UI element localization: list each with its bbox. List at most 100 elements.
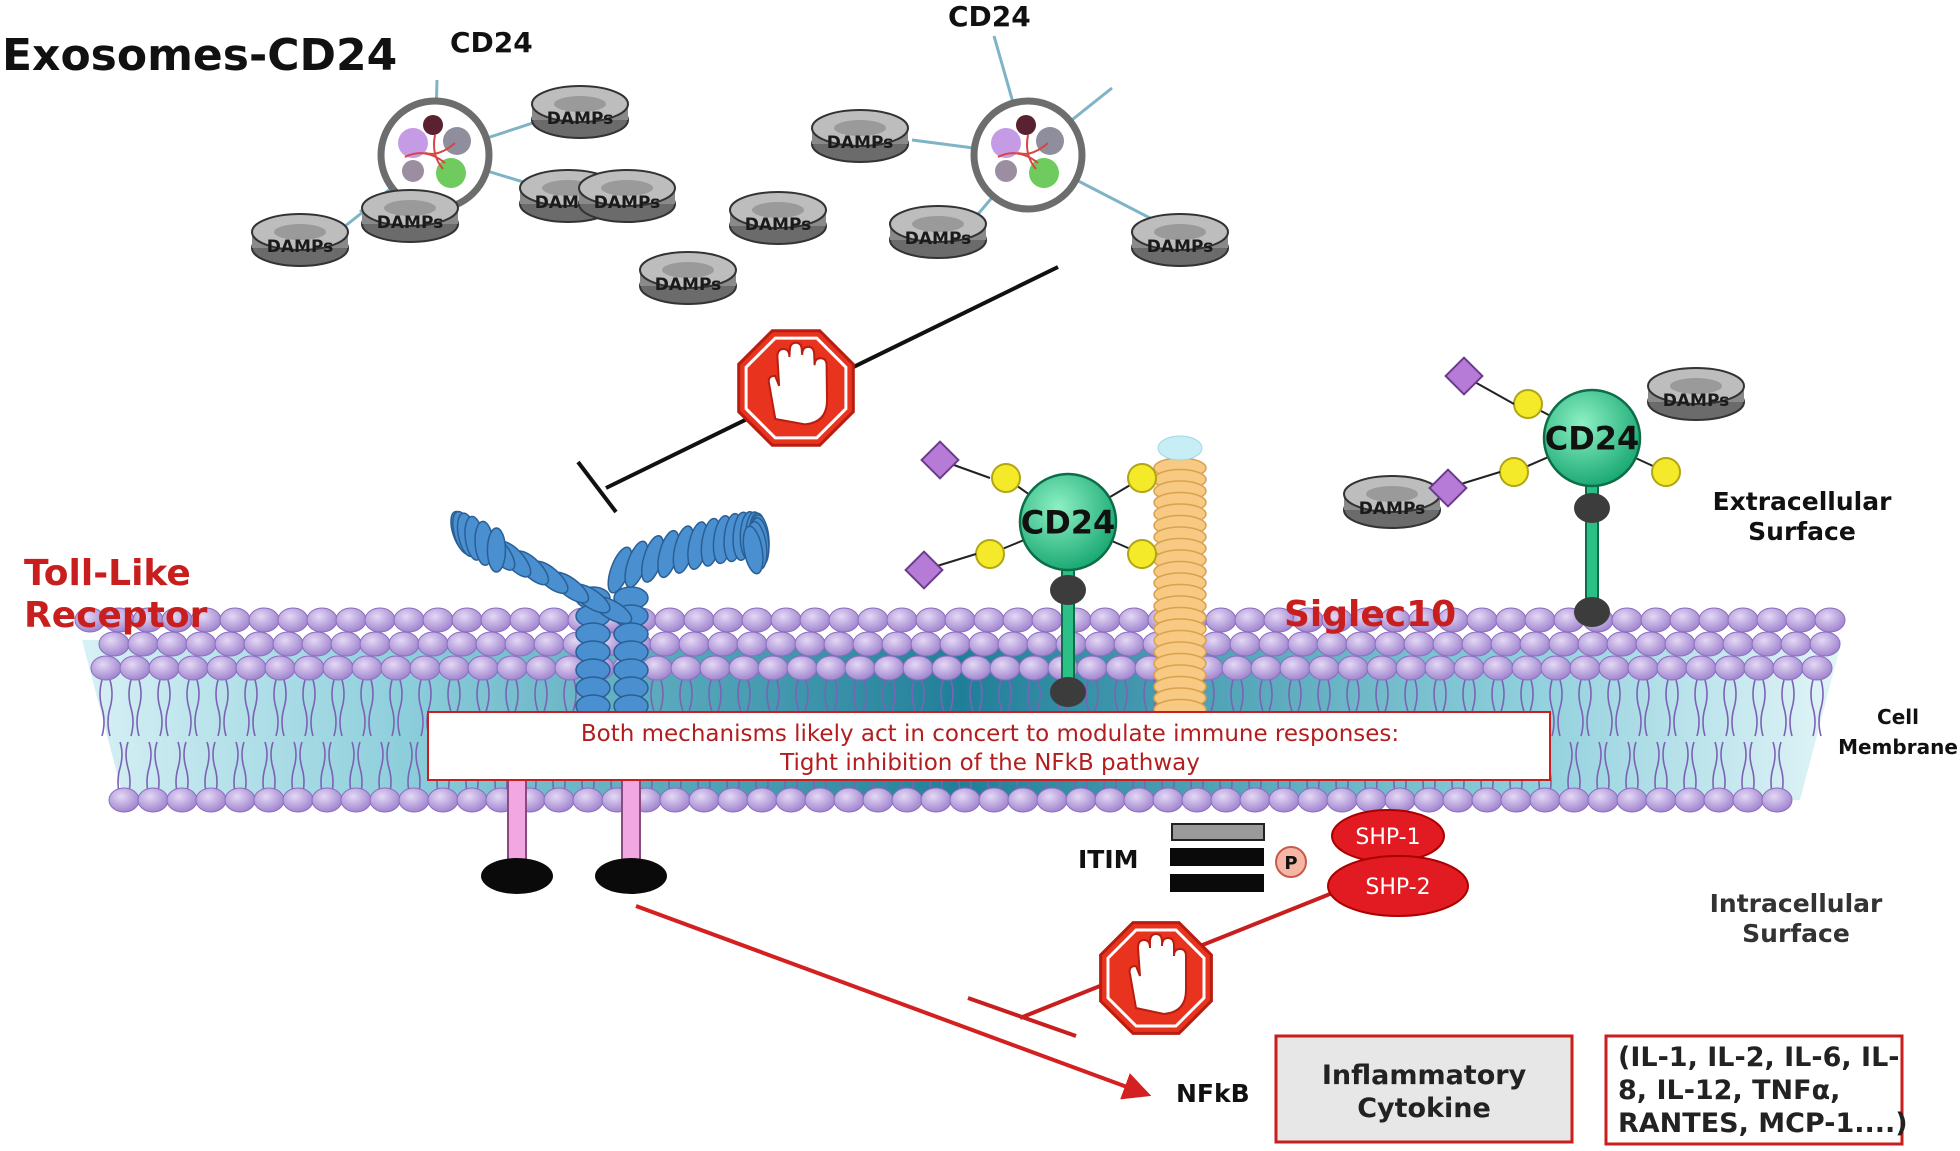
lipid-head bbox=[1732, 787, 1764, 813]
lipid-head bbox=[1181, 787, 1213, 813]
lipid-head bbox=[422, 607, 454, 633]
lipid-tail bbox=[1549, 679, 1555, 737]
lipid-tail bbox=[397, 679, 403, 737]
lipid-head bbox=[137, 787, 169, 813]
cd24-anchor bbox=[1574, 493, 1610, 523]
cd24-sialic-acid bbox=[904, 550, 944, 590]
lipid-head bbox=[496, 655, 528, 681]
lipid-head bbox=[351, 655, 383, 681]
lipid-head bbox=[1635, 631, 1667, 657]
itim-bar-2 bbox=[1170, 848, 1264, 866]
stop-hand-icon bbox=[1128, 932, 1187, 1016]
exosome-cargo bbox=[423, 115, 443, 135]
lipid-head bbox=[1490, 631, 1522, 657]
lipid-tail bbox=[331, 679, 337, 737]
lipid-head bbox=[844, 655, 876, 681]
damp-label: DAMPs bbox=[745, 215, 811, 235]
lipid-head bbox=[1511, 655, 1543, 681]
lipid-head bbox=[857, 607, 889, 633]
lipid-head bbox=[728, 655, 760, 681]
tlr-adapter-right bbox=[595, 858, 667, 894]
lipid-head bbox=[699, 655, 731, 681]
lipid-head bbox=[446, 631, 478, 657]
lipid-tail bbox=[183, 741, 189, 797]
lipid-head bbox=[1205, 607, 1237, 633]
lipid-head bbox=[1089, 607, 1121, 633]
lipid-head bbox=[910, 631, 942, 657]
cd24-sialic-acid bbox=[1444, 356, 1484, 396]
exosome-cargo bbox=[1016, 115, 1036, 135]
lipid-head bbox=[960, 655, 992, 681]
lipid-head bbox=[438, 655, 470, 681]
cytokine-box-rect bbox=[1274, 1034, 1574, 1144]
lipid-head bbox=[335, 607, 367, 633]
lipid-head bbox=[364, 607, 396, 633]
lipid-head bbox=[1577, 631, 1609, 657]
lipid-head bbox=[881, 631, 913, 657]
lipid-head bbox=[1123, 787, 1155, 813]
cd24-head bbox=[1018, 472, 1118, 572]
lipid-head bbox=[1297, 787, 1329, 813]
lipid-head bbox=[823, 631, 855, 657]
lipid-head bbox=[891, 787, 923, 813]
lipid-tail bbox=[1752, 679, 1758, 737]
inhibition-bar-bottom-1 bbox=[967, 996, 1077, 1038]
lipid-head bbox=[1084, 631, 1116, 657]
stop-sign-border bbox=[1106, 928, 1206, 1028]
tlr-stalk-left bbox=[507, 775, 527, 863]
cd24-glycan-bead bbox=[1127, 539, 1157, 569]
lipid-tail bbox=[349, 741, 355, 797]
damps-group: DAMPsDAMPsDAMPsDAMPsDAMPsDAMPsDAMPsDAMPs… bbox=[251, 85, 1745, 529]
shp2-ellipse bbox=[1327, 855, 1469, 917]
lipid-head bbox=[949, 787, 981, 813]
lipid-head bbox=[330, 631, 362, 657]
lipid-tail bbox=[1662, 741, 1668, 797]
lipid-tail bbox=[1720, 741, 1726, 797]
damp-pill-hole bbox=[384, 200, 436, 216]
lipid-tail bbox=[1673, 679, 1679, 737]
damp-label: DAMPs bbox=[1663, 391, 1729, 411]
cytokine-list-box: (IL-1, IL-2, IL-6, IL-8, IL-12, TNFα,RAN… bbox=[1604, 1034, 1908, 1146]
lipid-head bbox=[1287, 631, 1319, 657]
lipid-head bbox=[862, 787, 894, 813]
lipid-head bbox=[1587, 787, 1619, 813]
lipid-heads bbox=[74, 607, 1846, 813]
lipid-head bbox=[475, 631, 507, 657]
lipid-tail bbox=[1789, 679, 1795, 737]
lipid-tail bbox=[99, 679, 105, 737]
lipid-tail bbox=[1683, 741, 1689, 797]
exosome-cargo bbox=[436, 158, 466, 188]
lipid-head bbox=[1524, 607, 1556, 633]
lipid-head bbox=[1569, 655, 1601, 681]
exosome-rna bbox=[404, 134, 456, 170]
lipid-head bbox=[1645, 787, 1677, 813]
lipid-head bbox=[770, 607, 802, 633]
lipid-head bbox=[1210, 787, 1242, 813]
lipid-head bbox=[148, 655, 180, 681]
lipid-head bbox=[1345, 631, 1377, 657]
lipid-tail bbox=[339, 679, 345, 737]
lipid-head bbox=[311, 787, 343, 813]
lipid-head bbox=[1308, 655, 1340, 681]
lipid-tail bbox=[1625, 741, 1631, 797]
lipid-head bbox=[939, 631, 971, 657]
lipid-tail bbox=[233, 741, 239, 797]
inhibition-bar-top bbox=[576, 460, 618, 514]
lipid-head bbox=[1229, 631, 1261, 657]
lipid-tail bbox=[1749, 741, 1755, 797]
lipid-head bbox=[1036, 787, 1068, 813]
lipid-head bbox=[1495, 607, 1527, 633]
lipid-tail bbox=[273, 679, 279, 737]
lipid-head bbox=[1611, 607, 1643, 633]
lipid-tail bbox=[1770, 741, 1776, 797]
lipid-head bbox=[248, 607, 280, 633]
lipid-head bbox=[659, 787, 691, 813]
lipid-tail bbox=[262, 741, 268, 797]
lipid-head bbox=[1500, 787, 1532, 813]
stop-signs bbox=[737, 329, 1213, 1035]
lipid-tail bbox=[418, 679, 424, 737]
lipid-head bbox=[1094, 787, 1126, 813]
lipid-head bbox=[398, 787, 430, 813]
